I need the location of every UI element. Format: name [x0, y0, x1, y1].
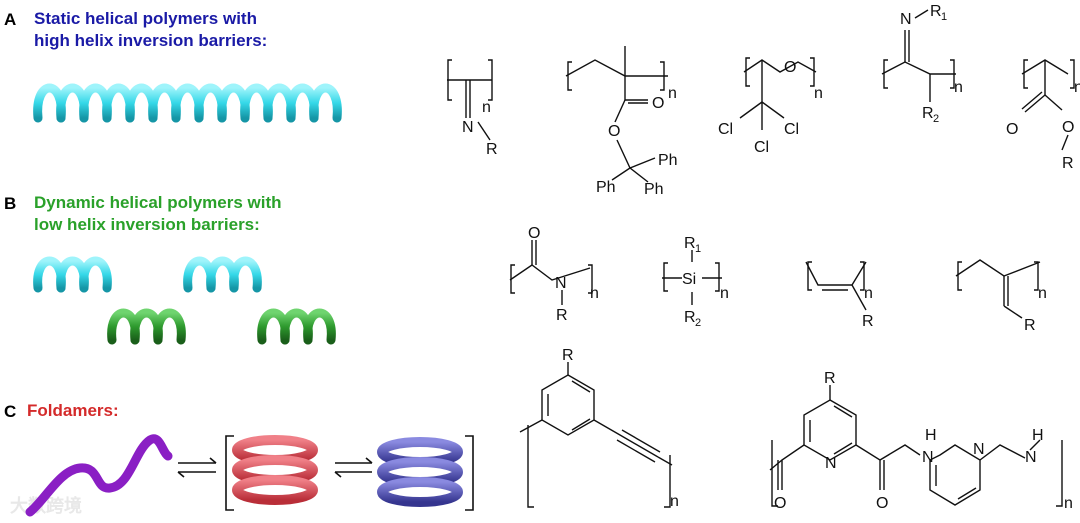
label-n-6: n	[590, 285, 599, 302]
label-n-2: n	[668, 85, 677, 102]
label-N-4: N	[900, 11, 912, 28]
chem-structures: n N R n O O Ph Ph Ph O n Cl Cl Cl N R 1 …	[447, 3, 1080, 512]
panel-a-title-line2: high helix inversion barriers:	[34, 31, 268, 50]
label-O-2a: O	[652, 95, 664, 112]
label-O-5a: O	[1006, 121, 1018, 138]
label-Si-7: Si	[682, 271, 696, 288]
panel-b-title: Dynamic helical polymers with low helix …	[34, 192, 282, 236]
label-N-1: N	[462, 119, 474, 136]
panel-a-letter: A	[4, 10, 17, 29]
label-n-1: n	[482, 99, 491, 116]
label-R-6: R	[556, 307, 568, 324]
structure-phenylene-ethynylene	[519, 362, 673, 508]
label-O-5b: O	[1062, 119, 1074, 136]
label-Ph-2a: Ph	[658, 152, 678, 169]
structure-polyisocyanide	[447, 59, 493, 141]
structure-polyisocyanate	[509, 240, 593, 305]
structure-polyketenimine	[881, 9, 956, 102]
panel-a-title: Static helical polymers with high helix …	[34, 8, 267, 52]
label-H-11a: H	[925, 427, 937, 444]
static-helix-turn	[309, 83, 342, 123]
label-n-11: n	[1064, 495, 1073, 512]
label-Ph-2c: Ph	[644, 181, 664, 198]
label-Cl-3b: Cl	[784, 121, 799, 138]
label-R2-sub-7: 2	[695, 317, 701, 329]
structure-polyacrylate	[1021, 59, 1075, 151]
dynamic-helix	[33, 256, 336, 345]
label-O-6: O	[528, 225, 540, 242]
equilibrium-arrow-1	[177, 457, 217, 478]
blue-helix	[377, 437, 463, 507]
panel-b-letter: B	[4, 194, 17, 213]
bracket-right	[465, 435, 474, 511]
red-helix	[232, 435, 318, 505]
panel-b-title-line2: low helix inversion barriers:	[34, 215, 260, 234]
label-N-6: N	[555, 275, 567, 292]
label-O-3: O	[784, 59, 796, 76]
panel-c-letter: C	[4, 402, 17, 421]
label-Ph-2b: Ph	[596, 179, 616, 196]
structure-polyacetylene	[805, 261, 867, 311]
label-R2-sub-4: 2	[933, 113, 939, 125]
structure-polychloral	[739, 57, 817, 130]
bracket-left	[225, 435, 234, 511]
label-R1-7: R	[684, 235, 696, 252]
label-H-11b: H	[1032, 427, 1044, 444]
dynamic-helix-green-turn	[303, 308, 336, 345]
label-N-11d: N	[1025, 449, 1037, 466]
structure-pyridine-foldamer	[769, 385, 1063, 507]
label-n-5: n	[1074, 79, 1080, 96]
label-n-8: n	[864, 285, 873, 302]
panel-b-title-line1: Dynamic helical polymers with	[34, 193, 282, 212]
label-R-11: R	[824, 370, 836, 387]
label-R1-sub-7: 1	[695, 243, 701, 255]
label-O-2b: O	[608, 123, 620, 140]
structure-trityl-methacrylate	[565, 46, 668, 183]
label-O-11b: O	[876, 495, 888, 512]
label-R2-4: R	[922, 105, 934, 122]
structure-polysilane	[662, 250, 722, 305]
dynamic-helix-cyan-turn	[79, 256, 112, 293]
label-n-10: n	[670, 493, 679, 510]
label-R-8: R	[862, 313, 874, 330]
label-R1-4: R	[930, 3, 942, 20]
label-O-11a: O	[774, 495, 786, 512]
dynamic-helix-green-turn	[153, 308, 186, 345]
label-n-4: n	[954, 79, 963, 96]
label-R-5: R	[1062, 155, 1074, 172]
label-n-7: n	[720, 285, 729, 302]
static-helix	[33, 83, 342, 123]
dynamic-helix-cyan-turn	[229, 256, 262, 293]
structure-poly-allene	[955, 259, 1041, 319]
label-Cl-3c: Cl	[754, 139, 769, 156]
label-n-3: n	[814, 85, 823, 102]
label-Cl-3a: Cl	[718, 121, 733, 138]
label-N-11b: N	[922, 449, 934, 466]
label-R2-7: R	[684, 309, 696, 326]
label-R-1: R	[486, 141, 498, 158]
equilibrium-arrow-2	[334, 457, 373, 478]
label-n-9: n	[1038, 285, 1047, 302]
label-R-9: R	[1024, 317, 1036, 334]
label-N-11a: N	[825, 455, 837, 472]
label-R-10: R	[562, 347, 574, 364]
label-N-11c: N	[973, 441, 985, 458]
label-R1-sub-4: 1	[941, 11, 947, 23]
random-coil	[25, 434, 173, 517]
panel-a-title-line1: Static helical polymers with	[34, 9, 257, 28]
panel-c-title: Foldamers:	[27, 401, 119, 420]
